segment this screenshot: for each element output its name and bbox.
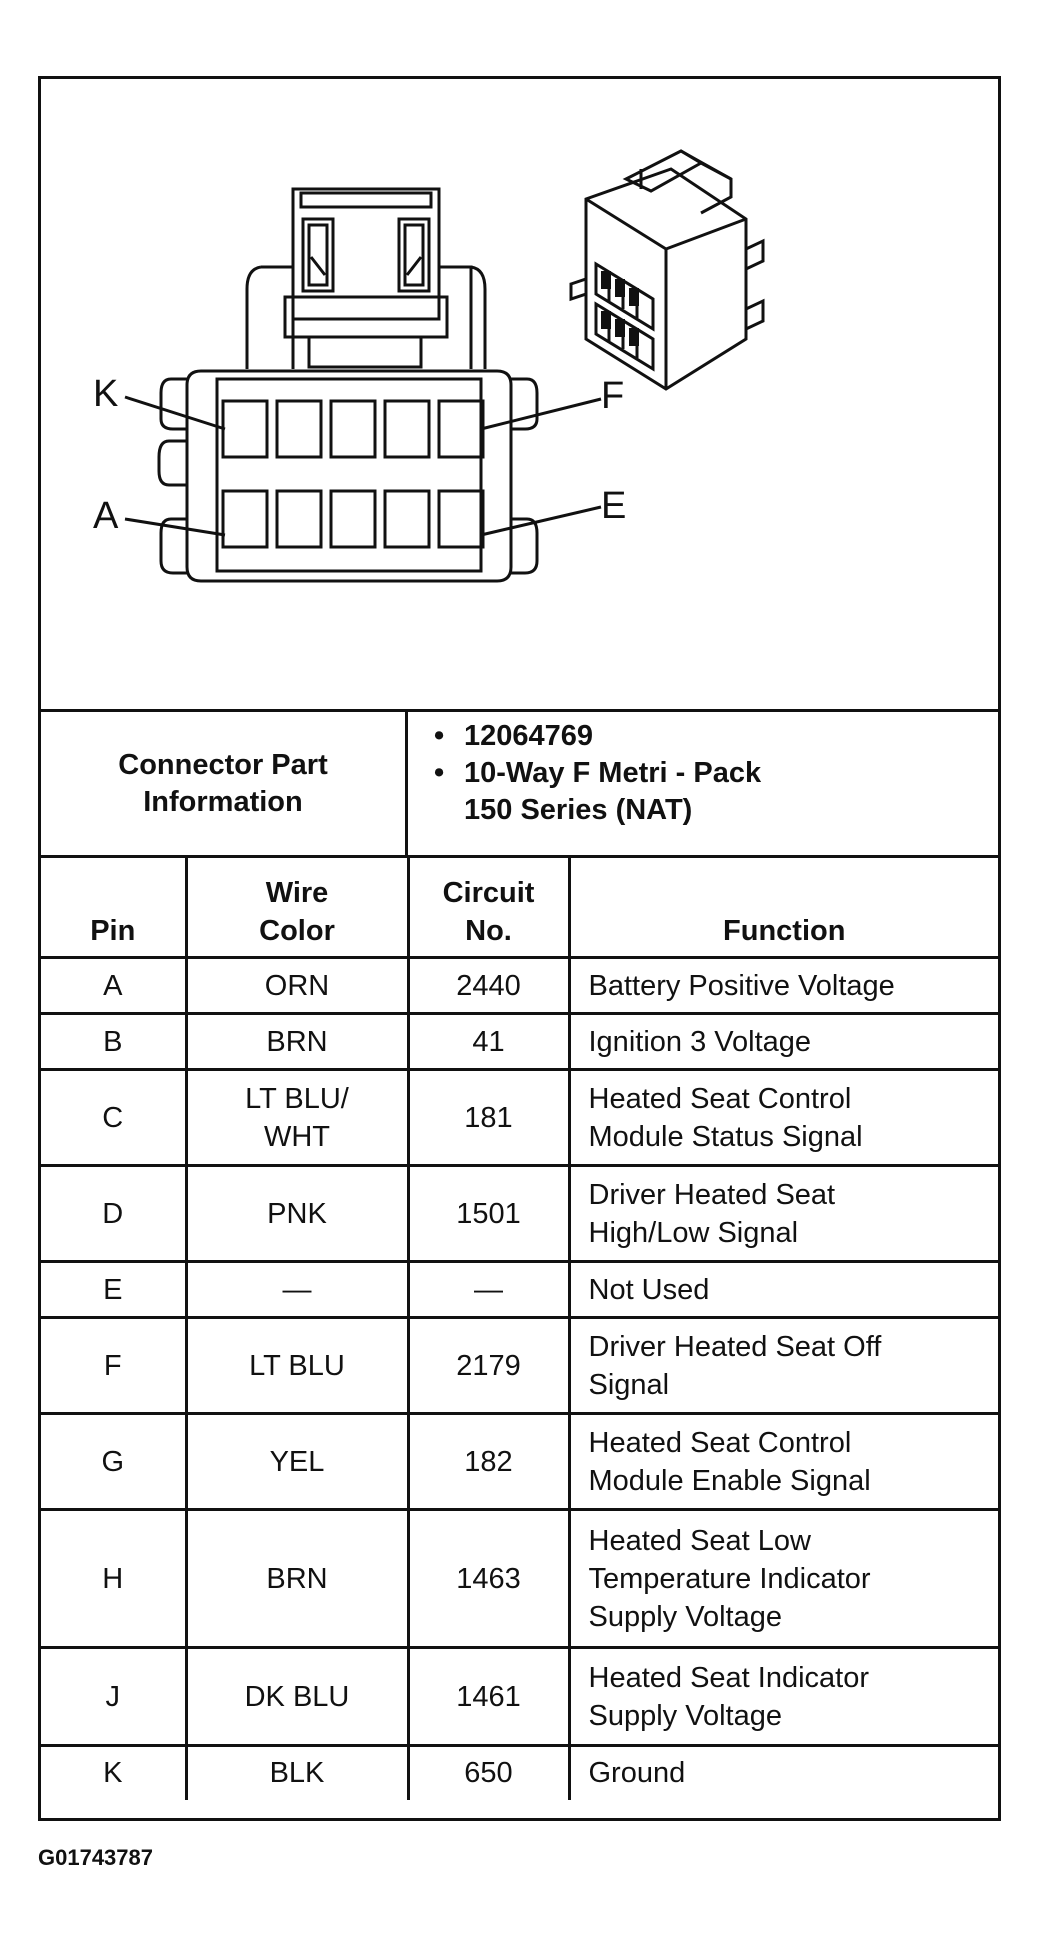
cavity-bottom-1 [221,489,269,549]
circuit-cell: 1501 [406,1164,571,1263]
wire-color-cell: ORN [184,956,410,1015]
function-cell: Heated Seat Indicator Supply Voltage [567,1646,998,1747]
figure-code: G01743787 [38,1845,153,1870]
table-row: H BRN 1463 Heated Seat Low Temperature I… [41,1508,998,1649]
pin-cell: B [41,1012,188,1071]
wire-color-cell: BLK [184,1744,410,1800]
pin-table-header: Pin Wire Color Circuit No. Function [41,855,998,959]
cavity-bottom-4 [383,489,431,549]
wire-color-cell: DK BLU [184,1646,410,1747]
wire-color-cell: BRN [184,1508,410,1649]
function-cell: Heated Seat Control Module Status Signal [567,1068,998,1167]
function-cell: Not Used [567,1260,998,1319]
leader-k [124,395,226,431]
circuit-cell: 650 [406,1744,571,1800]
table-row: E — — Not Used [41,1260,998,1319]
function-cell: Heated Seat Control Module Enable Signal [567,1412,998,1511]
function-cell: Driver Heated Seat Off Signal [567,1316,998,1415]
function-cell: Ground [567,1744,998,1800]
pin-cell: H [41,1508,188,1649]
cavity-bottom-2 [275,489,323,549]
pin-cell: D [41,1164,188,1263]
pin-label-k: K [93,373,119,415]
wire-color-cell: BRN [184,1012,410,1071]
wire-color-cell: LT BLU/ WHT [184,1068,410,1167]
connector-diagram: K F A E [41,79,998,709]
connector-face-drawing [124,149,765,583]
pin-cell: J [41,1646,188,1747]
cavity-top-3 [329,399,377,459]
circuit-cell: 2440 [406,956,571,1015]
table-row: D PNK 1501 Driver Heated Seat High/Low S… [41,1164,998,1263]
leader-a [124,517,226,537]
wire-color-cell: YEL [184,1412,410,1511]
header-wire-color: Wire Color [184,855,410,959]
pin-cell: K [41,1744,188,1800]
leader-e [480,505,602,537]
connector-type: 10-Way F Metri - Pack 150 Series (NAT) [464,757,762,826]
pin-cell: C [41,1068,188,1167]
cavity-top-4 [383,399,431,459]
table-row: B BRN 41 Ignition 3 Voltage [41,1012,998,1071]
pin-table: Pin Wire Color Circuit No. Function A OR… [41,855,998,1800]
part-number: 12064769 [464,720,594,752]
connector-type-item: • 10-Way F Metri - Pack 150 Series (NAT) [434,755,998,829]
header-circuit-no: Circuit No. [406,855,571,959]
connector-part-info-details: • 12064769 • 10-Way F Metri - Pack 150 S… [408,712,998,855]
circuit-cell: 41 [406,1012,571,1071]
pin-cell: A [41,956,188,1015]
polarizing-key [157,439,187,487]
wire-color-cell: — [184,1260,410,1319]
bullet-icon: • [434,720,445,752]
function-cell: Ignition 3 Voltage [567,1012,998,1071]
connector-part-info-label: Connector Part Information [41,712,408,855]
pin-label-a: A [93,495,119,537]
function-cell: Heated Seat Low Temperature Indicator Su… [567,1508,998,1649]
function-cell: Battery Positive Voltage [567,956,998,1015]
circuit-cell: 2179 [406,1316,571,1415]
pin-label-f: F [601,375,625,417]
circuit-cell: — [406,1260,571,1319]
circuit-cell: 181 [406,1068,571,1167]
header-pin: Pin [41,855,188,959]
cavity-bottom-5 [437,489,485,549]
circuit-cell: 1463 [406,1508,571,1649]
wire-color-cell: PNK [184,1164,410,1263]
table-row: K BLK 650 Ground [41,1744,998,1800]
pin-cell: F [41,1316,188,1415]
circuit-cell: 182 [406,1412,571,1511]
pin-cell: E [41,1260,188,1319]
table-row: F LT BLU 2179 Driver Heated Seat Off Sig… [41,1316,998,1415]
table-row: G YEL 182 Heated Seat Control Module Ena… [41,1412,998,1511]
leader-f [480,397,602,431]
function-cell: Driver Heated Seat High/Low Signal [567,1164,998,1263]
connector-isometric-view [569,149,765,391]
bullet-icon: • [434,757,445,789]
connector-figure: K F A E Connector Part Information • 120… [38,76,1001,1821]
table-row: C LT BLU/ WHT 181 Heated Seat Control Mo… [41,1068,998,1167]
pin-cell: G [41,1412,188,1511]
cavity-bottom-3 [329,489,377,549]
wire-color-cell: LT BLU [184,1316,410,1415]
circuit-cell: 1461 [406,1646,571,1747]
part-number-item: • 12064769 [434,718,998,755]
latch-bar [283,295,449,339]
cavity-top-2 [275,399,323,459]
cavity-top-1 [221,399,269,459]
table-row: J DK BLU 1461 Heated Seat Indicator Supp… [41,1646,998,1747]
connector-body [185,369,513,583]
latch-cap [299,191,433,209]
pin-label-e: E [601,485,627,527]
table-row: A ORN 2440 Battery Positive Voltage [41,956,998,1015]
connector-part-info: Connector Part Information • 12064769 • … [41,709,998,855]
cavity-top-5 [437,399,485,459]
header-function: Function [567,855,998,959]
